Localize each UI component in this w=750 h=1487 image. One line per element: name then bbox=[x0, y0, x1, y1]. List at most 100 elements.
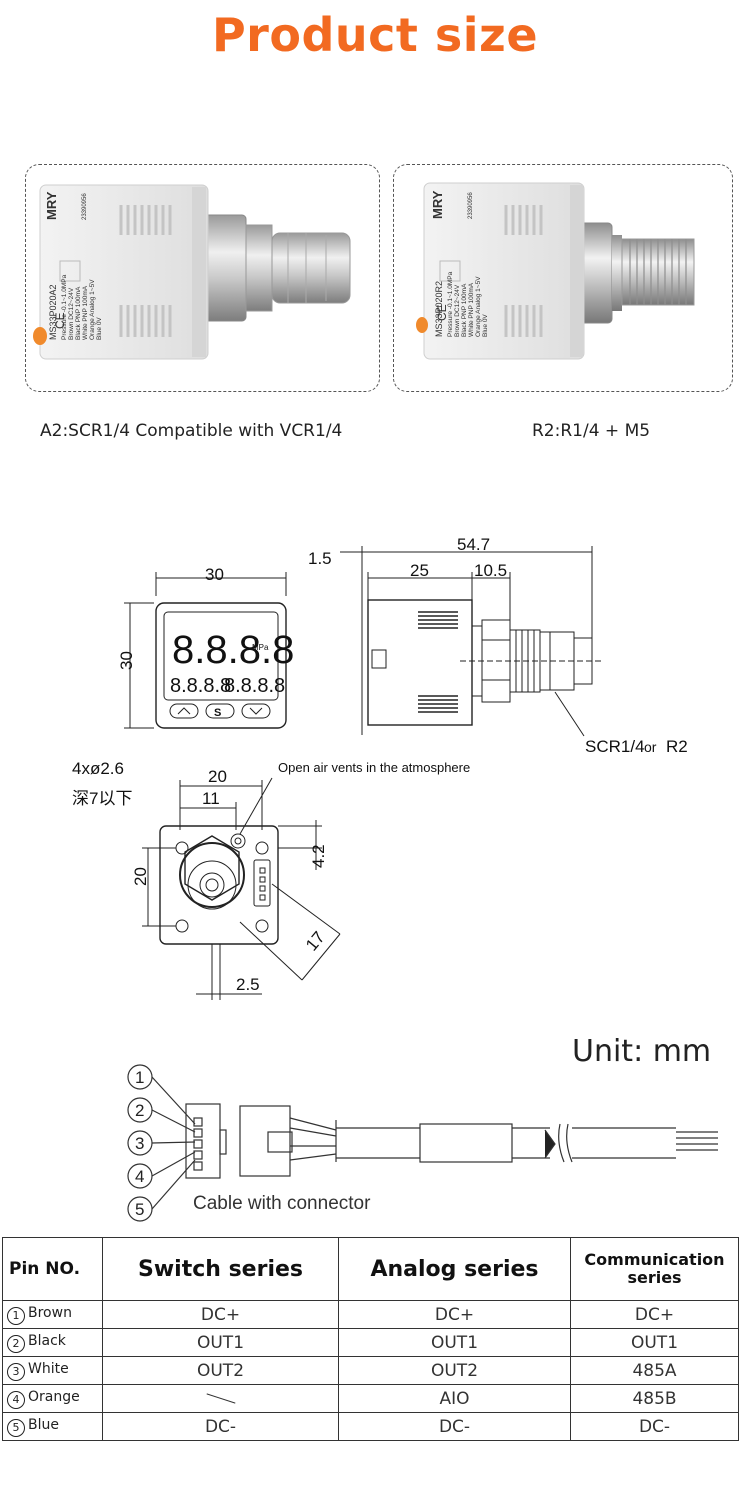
front-height-dim: 30 bbox=[117, 651, 136, 670]
header-comm: Communication series bbox=[570, 1237, 739, 1301]
header-switch: Switch series bbox=[102, 1237, 339, 1301]
cable-label: Cable with connector bbox=[193, 1193, 371, 1214]
s-button-icon: S bbox=[214, 707, 221, 719]
pin-number: 1 bbox=[7, 1306, 25, 1325]
label-line: Black PNP 100mA bbox=[75, 286, 82, 340]
comm-cell: DC+ bbox=[570, 1300, 739, 1329]
holes-depth: 深7以下 bbox=[72, 789, 132, 808]
vent-label: Open air vents in the atmosphere bbox=[278, 760, 470, 775]
comm-cell: 485B bbox=[570, 1384, 739, 1413]
page-title: Product size bbox=[211, 8, 539, 62]
pin-1-label: 1 bbox=[135, 1068, 144, 1087]
not-applicable-slash-icon bbox=[206, 1393, 235, 1404]
front-view: 30 30 8.8.8.8 MPa 8.8.8.8 8.8.8.8 S bbox=[117, 565, 294, 729]
label-line: Pressure -0.1~1.0MPa bbox=[447, 271, 454, 337]
dim-body: 25 bbox=[410, 561, 429, 580]
label-line: Brown DC12~24V bbox=[454, 284, 461, 337]
analog-cell: AIO bbox=[338, 1384, 571, 1413]
pin-3-label: 3 bbox=[135, 1134, 144, 1153]
orange-button-icon bbox=[33, 327, 47, 345]
unit-label: Unit: mm bbox=[572, 1034, 712, 1069]
cable-drawing: 1 2 3 4 5 Cable with connector bbox=[127, 1064, 718, 1222]
display-sub-left: 8.8.8.8 bbox=[170, 675, 231, 697]
wire-color: Black bbox=[28, 1332, 66, 1349]
orange-button-icon bbox=[416, 317, 428, 333]
side-view: 54.7 1.5 25 10.5 SCR1/4 or R2 bbox=[308, 535, 688, 756]
model-text: MS33P020A2 bbox=[48, 284, 58, 340]
switch-cell-na bbox=[102, 1384, 339, 1413]
pin-number: 4 bbox=[7, 1390, 25, 1409]
ce-mark: CE bbox=[53, 312, 67, 329]
display-sub-right: 8.8.8.8 bbox=[224, 675, 285, 697]
label-line: Orange Analog 1~5V bbox=[89, 279, 96, 340]
dim-42: 4.2 bbox=[309, 844, 328, 868]
switch-cell: DC- bbox=[102, 1412, 339, 1441]
pin-number: 2 bbox=[7, 1334, 25, 1353]
up-arrow-icon bbox=[177, 707, 191, 715]
comm-cell: OUT1 bbox=[570, 1328, 739, 1357]
label-line: Brown DC12~24V bbox=[68, 287, 75, 340]
display-main: 8.8.8.8 bbox=[172, 628, 294, 672]
analog-cell: DC+ bbox=[338, 1300, 571, 1329]
down-arrow-icon bbox=[249, 707, 263, 715]
caption-r2: R2:R1/4 + M5 bbox=[532, 421, 651, 441]
pin-number: 5 bbox=[7, 1418, 25, 1437]
switch-cell: DC+ bbox=[102, 1300, 339, 1329]
label-line: White PNP 100mA bbox=[468, 282, 475, 337]
dim-fitting: 10.5 bbox=[474, 561, 507, 580]
wire-color: Orange bbox=[28, 1388, 80, 1405]
model-text: MS33P020R2 bbox=[434, 281, 444, 337]
comm-cell: DC- bbox=[570, 1412, 739, 1441]
product-photo-a2: MS33P020A2 MRY Pressure -0.1~1.0MPa Brow… bbox=[25, 164, 380, 392]
pin-2-label: 2 bbox=[135, 1101, 144, 1120]
serial-text: 23390956 bbox=[468, 192, 474, 219]
dim-20-left: 20 bbox=[131, 867, 150, 886]
dim-20-top: 20 bbox=[208, 767, 227, 786]
analog-cell: OUT2 bbox=[338, 1356, 571, 1385]
pin-table: Pin NO. Switch series Analog series Comm… bbox=[2, 1237, 739, 1441]
analog-cell: OUT1 bbox=[338, 1328, 571, 1357]
wire-color: Brown bbox=[28, 1304, 72, 1321]
label-line: Blue 0V bbox=[482, 314, 489, 337]
caption-a2: A2:SCR1/4 Compatible with VCR1/4 bbox=[40, 421, 343, 441]
dim-total: 54.7 bbox=[457, 535, 490, 554]
header-analog: Analog series bbox=[338, 1237, 571, 1301]
label-line: Pressure -0.1~1.0MPa bbox=[61, 274, 68, 340]
wire-color: White bbox=[28, 1360, 69, 1377]
label-line: White PNP 100mA bbox=[82, 285, 89, 340]
dim-11: 11 bbox=[202, 789, 220, 808]
switch-cell: OUT1 bbox=[102, 1328, 339, 1357]
label-line: Orange Analog 1~5V bbox=[475, 276, 482, 337]
pin-number: 3 bbox=[7, 1362, 25, 1381]
fitting-or: or bbox=[644, 739, 657, 755]
serial-text: 23390956 bbox=[82, 193, 88, 220]
label-line: Black PNP 100mA bbox=[461, 283, 468, 337]
brand-logo: MRY bbox=[430, 190, 445, 219]
fitting-label: SCR1/4 bbox=[585, 737, 645, 756]
front-width-dim: 30 bbox=[205, 565, 224, 584]
back-view: 4xø2.6 深7以下 20 11 Open air vents in the … bbox=[72, 759, 470, 1000]
dim-17: 17 bbox=[302, 928, 329, 955]
wire-color: Blue bbox=[28, 1416, 59, 1433]
pin-5-label: 5 bbox=[135, 1200, 144, 1219]
switch-cell: OUT2 bbox=[102, 1356, 339, 1385]
brand-logo: MRY bbox=[44, 191, 59, 220]
ce-mark: CE bbox=[435, 304, 449, 321]
dim-25: 2.5 bbox=[236, 975, 260, 994]
display-unit: MPa bbox=[252, 643, 269, 652]
label-line: Blue 0V bbox=[96, 317, 103, 340]
dimension-drawing: 30 30 8.8.8.8 MPa 8.8.8.8 8.8.8.8 S 54.7… bbox=[72, 535, 688, 1000]
holes-label: 4xø2.6 bbox=[72, 759, 124, 778]
pin-4-label: 4 bbox=[135, 1167, 144, 1186]
comm-cell: 485A bbox=[570, 1356, 739, 1385]
